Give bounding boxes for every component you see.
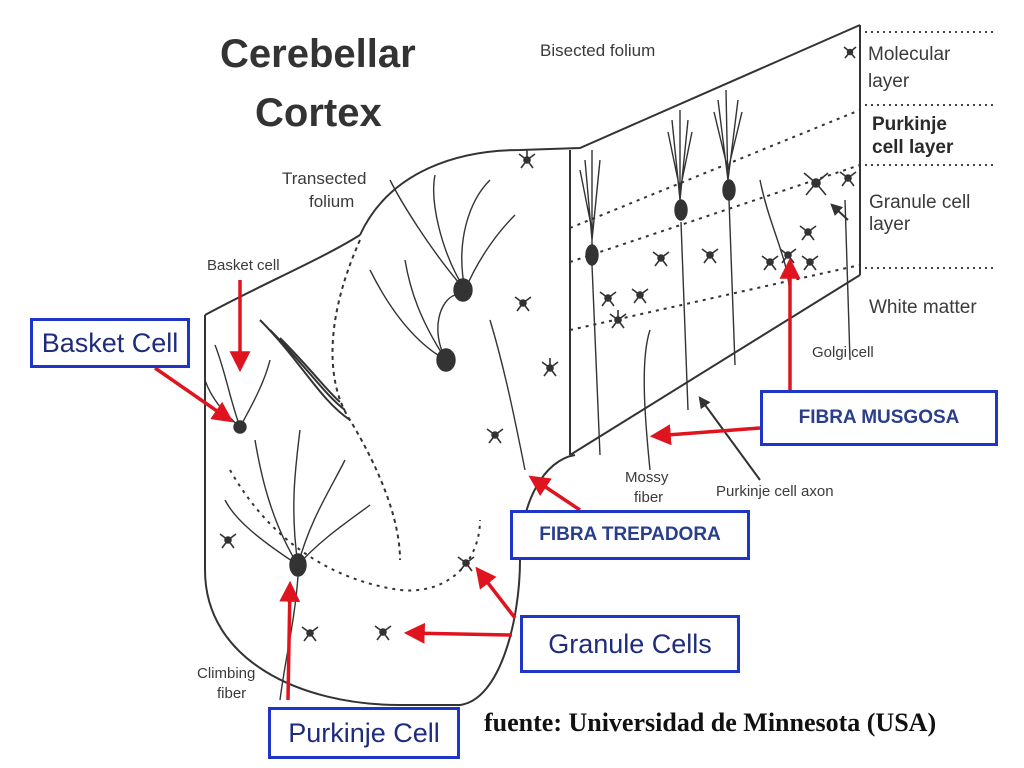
- callout-basket-cell: Basket Cell: [30, 318, 190, 368]
- title-line-1: Cerebellar: [220, 32, 416, 76]
- label-basket-cell: Basket cell: [207, 257, 280, 274]
- granule-cells: [219, 46, 857, 642]
- callout-fibra-trepadora: FIBRA TREPADORA: [510, 510, 750, 560]
- layer-molecular-2: layer: [868, 71, 910, 92]
- label-climbing-fiber-1: Climbing: [197, 665, 256, 682]
- figure-pointer-arrows: [698, 203, 849, 481]
- folium-outline: [204, 24, 861, 706]
- label-golgi-cell: Golgi cell: [812, 344, 874, 361]
- title-line-2: Cortex: [255, 91, 382, 135]
- label-purkinje-cell-axon: Purkinje cell axon: [716, 483, 834, 500]
- label-mossy-fiber-1: Mossy: [625, 469, 669, 486]
- callout-granule-cells: Granule Cells: [520, 615, 740, 673]
- label-bisected-folium: Bisected folium: [540, 41, 656, 60]
- label-climbing-fiber-2: fiber: [217, 685, 247, 702]
- label-transected-folium-2: folium: [309, 192, 355, 211]
- callout-fibra-musgosa: FIBRA MUSGOSA: [760, 390, 998, 446]
- label-mossy-fiber-2: fiber: [634, 489, 664, 506]
- callout-purkinje-cell: Purkinje Cell: [268, 707, 460, 759]
- layer-granule-2: layer: [869, 214, 911, 235]
- callout-arrows: [154, 257, 801, 701]
- layer-separators: [865, 31, 995, 269]
- layer-purkinje-2: cell layer: [872, 137, 954, 158]
- label-transected-folium-1: Transected: [282, 169, 367, 188]
- label-white-matter: White matter: [869, 297, 977, 318]
- layer-purkinje-1: Purkinje: [872, 114, 947, 135]
- layer-molecular-1: Molecular: [868, 44, 951, 65]
- purkinje-cells: [204, 89, 743, 701]
- source-credit: fuente: Universidad de Minnesota (USA): [484, 708, 937, 737]
- layer-granule-1: Granule cell: [869, 192, 971, 213]
